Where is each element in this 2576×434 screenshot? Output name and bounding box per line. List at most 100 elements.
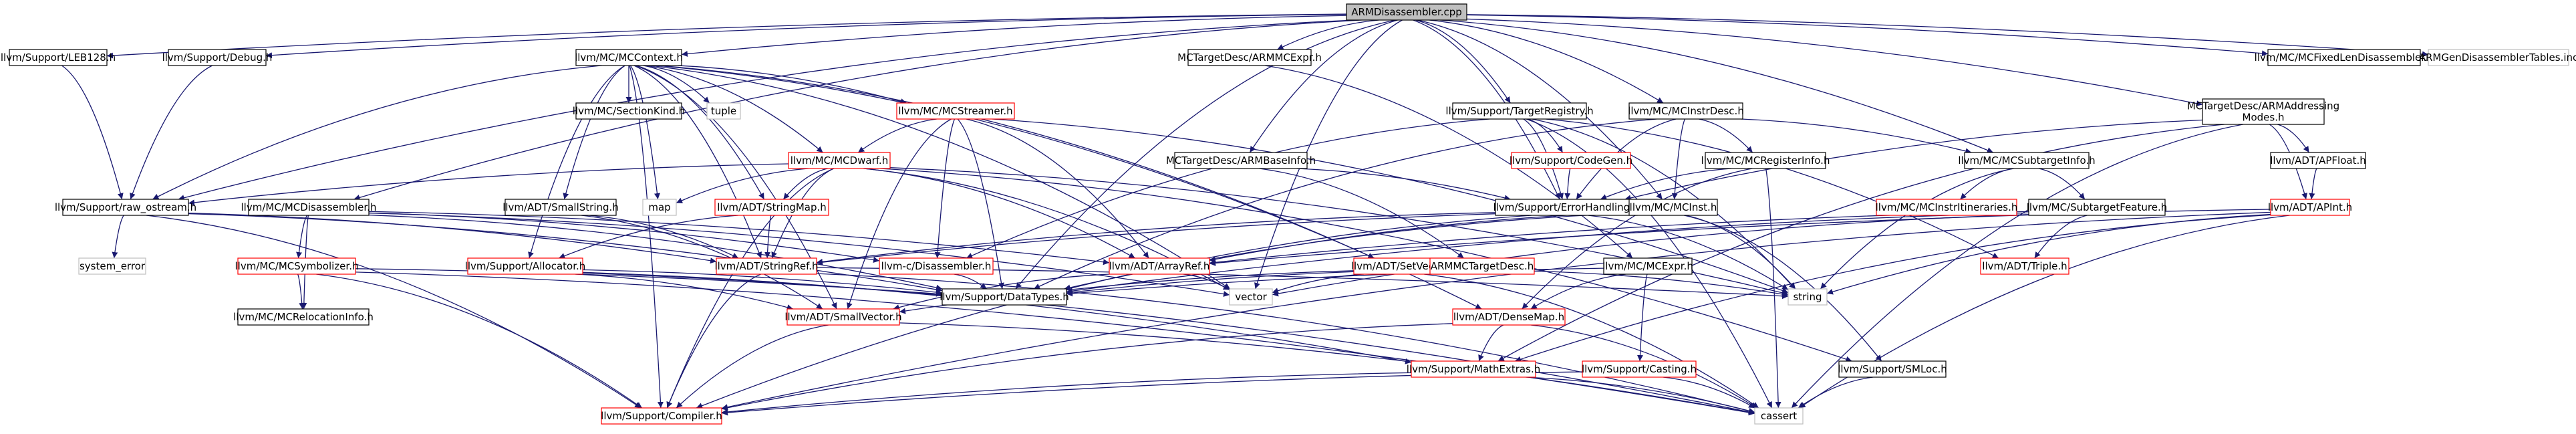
node-label-tuple: tuple: [711, 105, 736, 117]
node-stringmap[interactable]: llvm/ADT/StringMap.h: [714, 199, 829, 216]
edge-root-to-armmcexpr: [1277, 19, 1379, 50]
node-box-codegen: [1511, 152, 1631, 169]
node-mathextras[interactable]: llvm/Support/MathExtras.h: [1407, 360, 1540, 378]
node-densemap[interactable]: llvm/ADT/DenseMap.h: [1452, 308, 1566, 326]
edge-mccontext-to-compiler: [629, 65, 664, 409]
node-label-arrayref: llvm/ADT/ArrayRef.h: [1109, 260, 1210, 272]
node-mcsymbolizer[interactable]: llvm/MC/MCSymbolizer.h: [235, 257, 359, 275]
edge-root-to-mcdisasm: [353, 19, 1362, 201]
node-label-smloc: llvm/Support/SMLoc.h: [1838, 363, 1947, 375]
node-mcexpr[interactable]: llvm/MC/MCExpr.h: [1602, 257, 1693, 275]
node-casting[interactable]: llvm/Support/Casting.h: [1582, 360, 1697, 378]
node-arrayref[interactable]: llvm/ADT/ArrayRef.h: [1109, 257, 1210, 275]
node-codegen[interactable]: llvm/Support/CodeGen.h: [1510, 152, 1632, 169]
node-box-smallstring: [505, 199, 617, 216]
node-stringref[interactable]: llvm/ADT/StringRef.h: [714, 257, 819, 275]
edge-mcinstrdesc-to-datatypes: [1033, 118, 1657, 290]
edge-mcinst-to-smloc: [1684, 215, 1882, 362]
node-box-compiler: [601, 407, 722, 425]
edge-mccontext-to-vector: [650, 65, 1231, 290]
node-label-datatypes: llvm/Support/DataTypes.h: [940, 291, 1069, 303]
node-label-errorhandling: llvm/Support/ErrorHandling.h: [1493, 201, 1640, 213]
node-fixedlen[interactable]: llvm/MC/MCFixedLenDisassembler.h: [2255, 49, 2434, 66]
node-apint[interactable]: llvm/ADT/APInt.h: [2268, 199, 2352, 216]
node-rawostream[interactable]: llvm/Support/raw_ostream.h: [55, 199, 196, 216]
node-apfloat[interactable]: llvm/ADT/APFloat.h: [2270, 152, 2366, 169]
node-cdisasm[interactable]: llvm-c/Disassembler.h: [879, 257, 994, 275]
node-mcreloc[interactable]: llvm/MC/MCRelocationInfo.h: [233, 308, 374, 326]
node-mcdwarf[interactable]: llvm/MC/MCDwarf.h: [788, 152, 891, 169]
node-label-map: map: [648, 201, 670, 213]
node-box-mcstreamer: [896, 102, 1015, 120]
edge-mcinstrdesc-to-mcreginfo: [1699, 118, 1753, 153]
node-label-triple: llvm/ADT/Triple.h: [1982, 260, 2067, 272]
node-triple[interactable]: llvm/ADT/Triple.h: [1980, 257, 2069, 275]
node-mcinst[interactable]: llvm/MC/MCInst.h: [1628, 199, 1718, 216]
node-targetregistry[interactable]: llvm/Support/TargetRegistry.h: [1445, 102, 1594, 120]
edge-rawostream-to-datatypes: [188, 213, 943, 293]
edge-mcdwarf-to-compiler: [666, 168, 834, 409]
node-smallvector[interactable]: llvm/ADT/SmallVector.h: [784, 308, 902, 326]
node-label-stringmap: llvm/ADT/StringMap.h: [717, 201, 827, 213]
node-mccontext[interactable]: llvm/MC/MCContext.h: [575, 49, 683, 66]
node-box-mcreginfo: [1705, 152, 1826, 169]
node-smloc[interactable]: llvm/Support/SMLoc.h: [1838, 360, 1947, 378]
node-allocator[interactable]: llvm/Support/Allocator.h: [465, 257, 586, 275]
node-smallstring[interactable]: llvm/ADT/SmallString.h: [503, 199, 619, 216]
node-subtargetfeature[interactable]: llvm/MC/SubtargetFeature.h: [2027, 199, 2167, 216]
node-debug[interactable]: llvm/Support/Debug.h: [162, 49, 273, 66]
edge-mccontext-to-rawostream: [152, 65, 602, 200]
edge-stringmap-to-stringref: [764, 215, 772, 259]
node-armbaseinfo[interactable]: MCTargetDesc/ARMBaseInfo.h: [1166, 152, 1316, 169]
node-leb128[interactable]: llvm/Support/LEB128.h: [1, 49, 116, 66]
node-mcdisasm[interactable]: llvm/MC/MCDisassembler.h: [241, 199, 377, 216]
edge-rawostream-to-compiler: [146, 215, 641, 409]
node-compiler[interactable]: llvm/Support/Compiler.h: [601, 407, 722, 425]
node-label-vector: vector: [1235, 291, 1267, 303]
edge-root-to-armaddrmodes: [1466, 18, 2203, 107]
node-errorhandling[interactable]: llvm/Support/ErrorHandling.h: [1493, 199, 1640, 216]
node-mcreginfo[interactable]: llvm/MC/MCRegisterInfo.h: [1701, 152, 1830, 169]
edge-densemap-to-mathextras: [1478, 324, 1504, 362]
edge-apfloat-to-apint: [2309, 168, 2317, 200]
edge-armmctargetdesc-to-string: [1534, 270, 1789, 298]
node-label-mcinstrdesc: llvm/MC/MCInstrDesc.h: [1628, 105, 1744, 117]
edge-setvector-to-vector: [1272, 274, 1365, 294]
node-label-mccontext: llvm/MC/MCContext.h: [575, 51, 683, 64]
edge-allocator-to-datatypes: [582, 269, 943, 296]
edge-mcdwarf-to-rawostream: [188, 163, 789, 206]
node-box-arrayref: [1109, 257, 1210, 275]
edge-densemap-to-cassert: [1530, 324, 1757, 409]
node-armmcexpr[interactable]: MCTargetDesc/ARMMCExpr.h: [1177, 49, 1322, 66]
node-armmctargetdesc[interactable]: ARMMCTargetDesc.h: [1429, 257, 1535, 275]
node-label-smallvector: llvm/ADT/SmallVector.h: [784, 311, 901, 323]
edge-densemap-to-compiler: [721, 323, 1453, 411]
edge-mcdwarf-to-stringref: [771, 168, 834, 259]
edge-root-to-mccontext: [681, 15, 1347, 57]
node-label-mcreloc: llvm/MC/MCRelocationInfo.h: [233, 311, 374, 323]
node-mcstreamer[interactable]: llvm/MC/MCStreamer.h: [896, 102, 1015, 120]
node-label-fixedlen: llvm/MC/MCFixedLenDisassembler.h: [2255, 51, 2434, 64]
node-box-mcexpr: [1603, 257, 1693, 275]
node-vector: vector: [1229, 288, 1273, 306]
edge-apint-to-cassert: [1799, 215, 2290, 409]
node-box-tuple: [706, 102, 741, 120]
node-mcinstrdesc[interactable]: llvm/MC/MCInstrDesc.h: [1628, 102, 1744, 120]
node-sectionkind[interactable]: llvm/MC/SectionKind.h: [573, 102, 685, 120]
node-label-leb128: llvm/Support/LEB128.h: [1, 51, 116, 64]
node-box-cassert: [1754, 407, 1804, 425]
edge-mcexpr-to-casting: [1636, 274, 1648, 362]
edge-armaddrmodes-to-cassert: [1791, 124, 2243, 409]
edge-root-to-gentables: [1466, 14, 2429, 58]
edge-mccontext-to-tuple: [643, 65, 710, 104]
node-mcsubtarget[interactable]: llvm/MC/MCSubtargetInfo.h: [1958, 152, 2096, 169]
node-label-armmcexpr: MCTargetDesc/ARMMCExpr.h: [1177, 51, 1322, 64]
node-box-smallvector: [786, 308, 900, 326]
node-box-gentables: [2428, 49, 2569, 66]
node-mcinstritin[interactable]: llvm/MC/MCInstrItineraries.h: [1876, 199, 2018, 216]
node-label-mcinstritin: llvm/MC/MCInstrItineraries.h: [1876, 201, 2018, 213]
edge-mcdisasm-to-vector: [368, 212, 1230, 297]
node-root[interactable]: ARMDisassembler.cpp: [1346, 3, 1467, 21]
node-datatypes[interactable]: llvm/Support/DataTypes.h: [940, 288, 1069, 306]
